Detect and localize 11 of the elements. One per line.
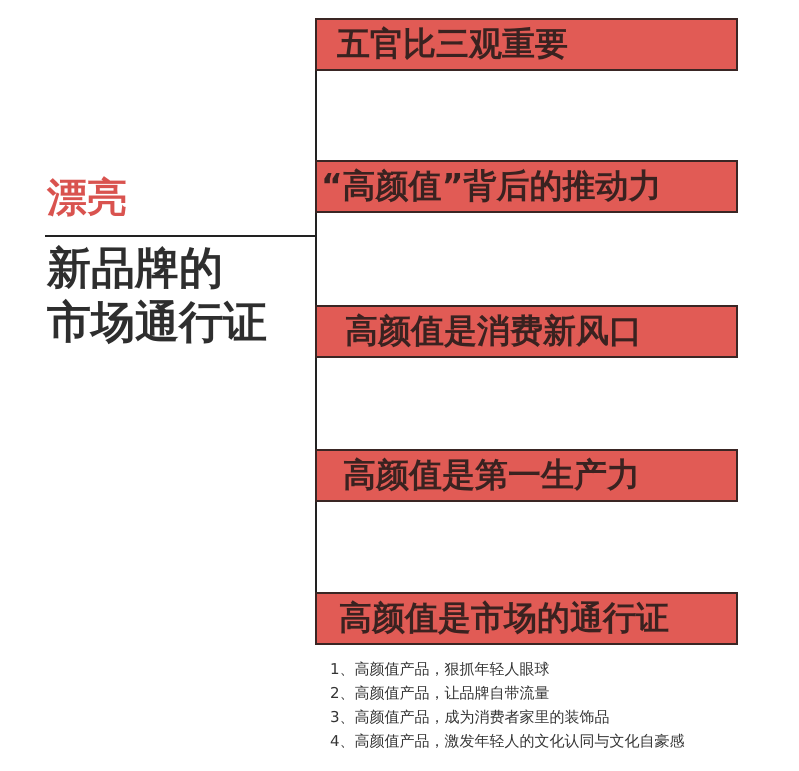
heading-text: 新品牌的市场通行证 xyxy=(47,242,267,350)
heading-highlight: 漂亮 xyxy=(47,174,127,223)
topic-box: 高颜值是市场的通行证 xyxy=(315,592,738,645)
list-item: 3、高颜值产品，成为消费者家里的装饰品 xyxy=(330,708,610,727)
list-item: 4、高颜值产品，激发年轻人的文化认同与文化自豪感 xyxy=(330,732,685,751)
list-item: 2、高颜值产品，让品牌自带流量 xyxy=(330,684,550,703)
topic-box: 五官比三观重要 xyxy=(315,18,738,71)
list-item: 1、高颜值产品，狠抓年轻人眼球 xyxy=(330,660,550,679)
topic-box: 高颜值是消费新风口 xyxy=(315,305,738,358)
topic-box: 高颜值是第一生产力 xyxy=(315,449,738,502)
topic-box: “高颜值”背后的推动力 xyxy=(315,160,738,213)
